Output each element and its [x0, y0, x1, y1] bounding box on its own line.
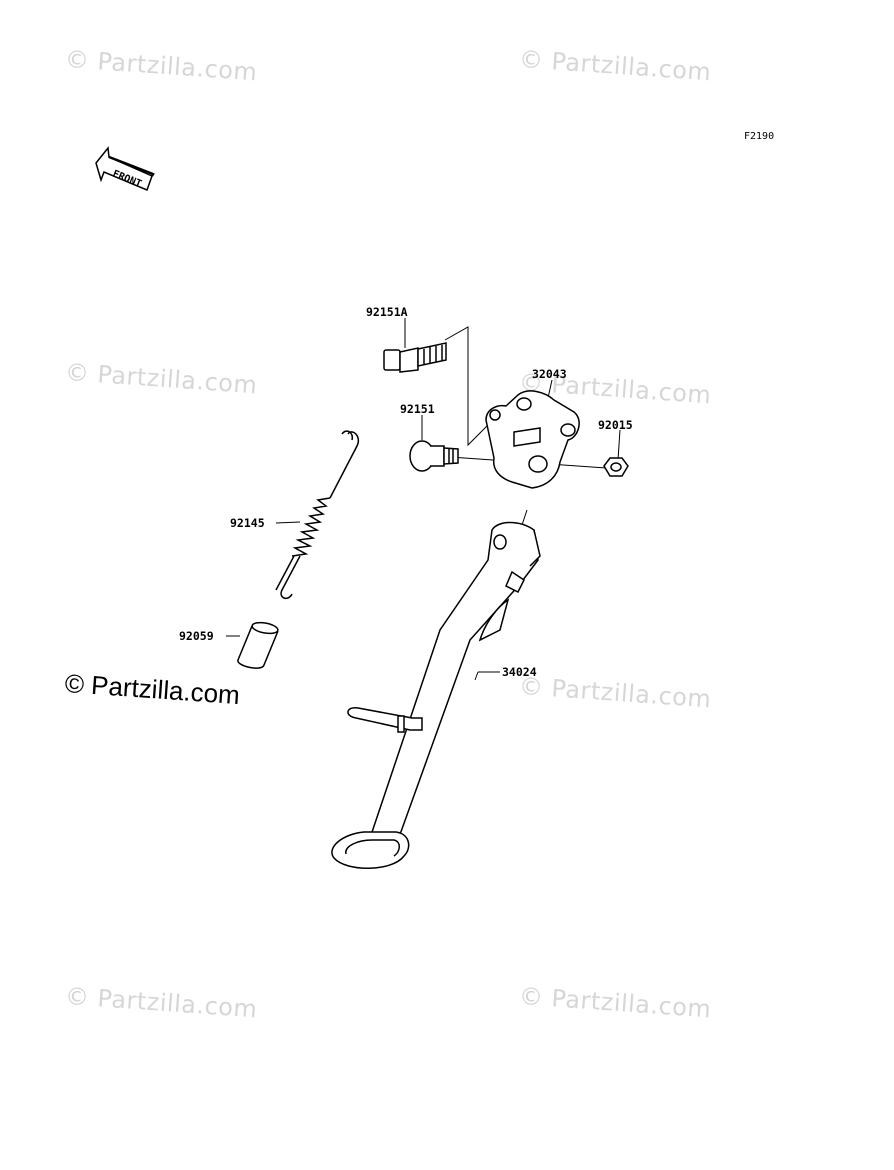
side-stand-34024-icon [331, 521, 541, 869]
figure-id: F2190 [744, 131, 775, 142]
part-label-34024: 34024 [502, 665, 537, 679]
bracket-32043-icon [485, 390, 580, 489]
bolt-92151a-icon [383, 342, 447, 373]
part-label-32043: 32043 [532, 367, 567, 381]
nut-92015-icon [603, 457, 629, 477]
part-label-92151a: 92151A [366, 305, 408, 319]
spring-92145-icon [275, 430, 360, 600]
part-label-92015: 92015 [598, 418, 633, 432]
sleeve-92059-icon [237, 621, 279, 669]
part-label-92151: 92151 [400, 402, 435, 416]
bolt-92151-icon [409, 440, 459, 472]
front-arrow-icon: FRONT [95, 146, 155, 191]
part-label-92059: 92059 [179, 629, 214, 643]
part-label-92145: 92145 [230, 516, 265, 530]
